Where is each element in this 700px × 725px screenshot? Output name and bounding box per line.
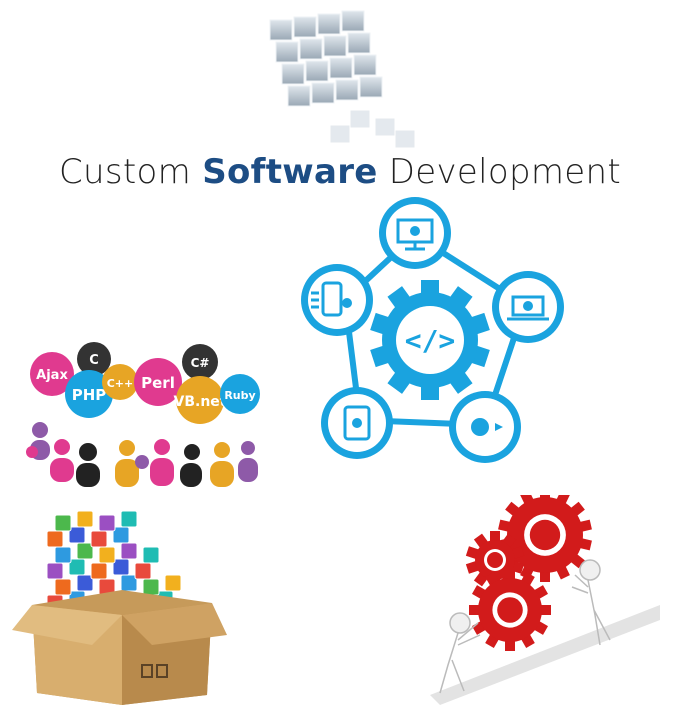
svg-text:PHP: PHP xyxy=(72,386,107,404)
gear-pusher-icon xyxy=(430,495,660,705)
title-post: Development xyxy=(377,152,621,192)
svg-text:</>: </> xyxy=(405,324,456,357)
svg-text:VB.net: VB.net xyxy=(174,394,227,410)
bubble-c: C xyxy=(77,342,111,376)
svg-text:Ruby: Ruby xyxy=(224,389,255,402)
svg-text:Perl: Perl xyxy=(141,374,175,392)
bubble-perl: Perl xyxy=(134,358,182,406)
title-pre: Custom xyxy=(59,152,203,192)
svg-text:C++: C++ xyxy=(107,377,134,390)
svg-text:C: C xyxy=(89,353,99,368)
bubble-csharp: C# xyxy=(182,344,218,380)
title-highlight: Software xyxy=(202,152,378,192)
bubble-php: PHP xyxy=(65,370,113,418)
bubble-ajax: Ajax xyxy=(30,352,74,396)
bubble-vbnet: VB.net xyxy=(174,376,227,424)
bubble-ruby: Ruby xyxy=(220,374,260,414)
svg-text:C#: C# xyxy=(191,356,210,370)
cube-stack-icon xyxy=(269,10,416,149)
development-cycle-icon: </> xyxy=(301,197,564,463)
svg-text:Ajax: Ajax xyxy=(36,368,68,383)
code-gear-icon: </> xyxy=(370,280,490,400)
programming-languages-illustration: Ajax C PHP C++ Perl C# VB.net Ruby xyxy=(26,342,260,487)
page-title: Custom Software Development xyxy=(0,152,680,192)
app-box-icon xyxy=(12,510,227,705)
bubble-cpp: C++ xyxy=(102,364,138,400)
